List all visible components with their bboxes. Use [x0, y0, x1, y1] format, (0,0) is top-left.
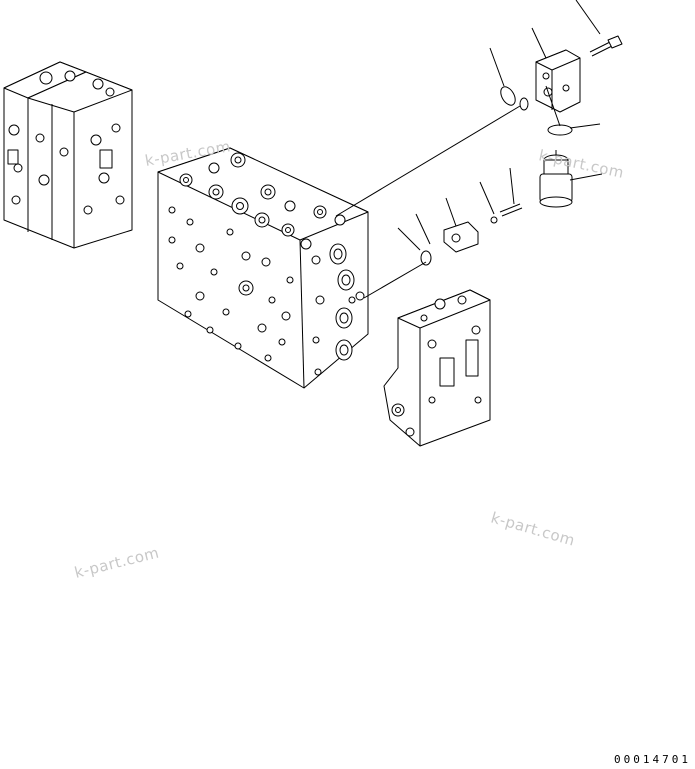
end-cover-plate	[383, 289, 491, 447]
main-valve-block	[157, 147, 369, 389]
plug-and-seals	[420, 86, 573, 266]
valve-housing-block	[535, 49, 581, 113]
leader-lines	[335, 0, 603, 299]
watermark-4: k-part.com	[73, 543, 161, 581]
watermark-3: k-part.com	[489, 509, 577, 550]
valve-stack-reference-view	[3, 61, 133, 249]
pressure-switch	[539, 150, 573, 208]
bolt-top-right	[589, 35, 623, 57]
drawing-number: 00014701	[614, 753, 691, 766]
